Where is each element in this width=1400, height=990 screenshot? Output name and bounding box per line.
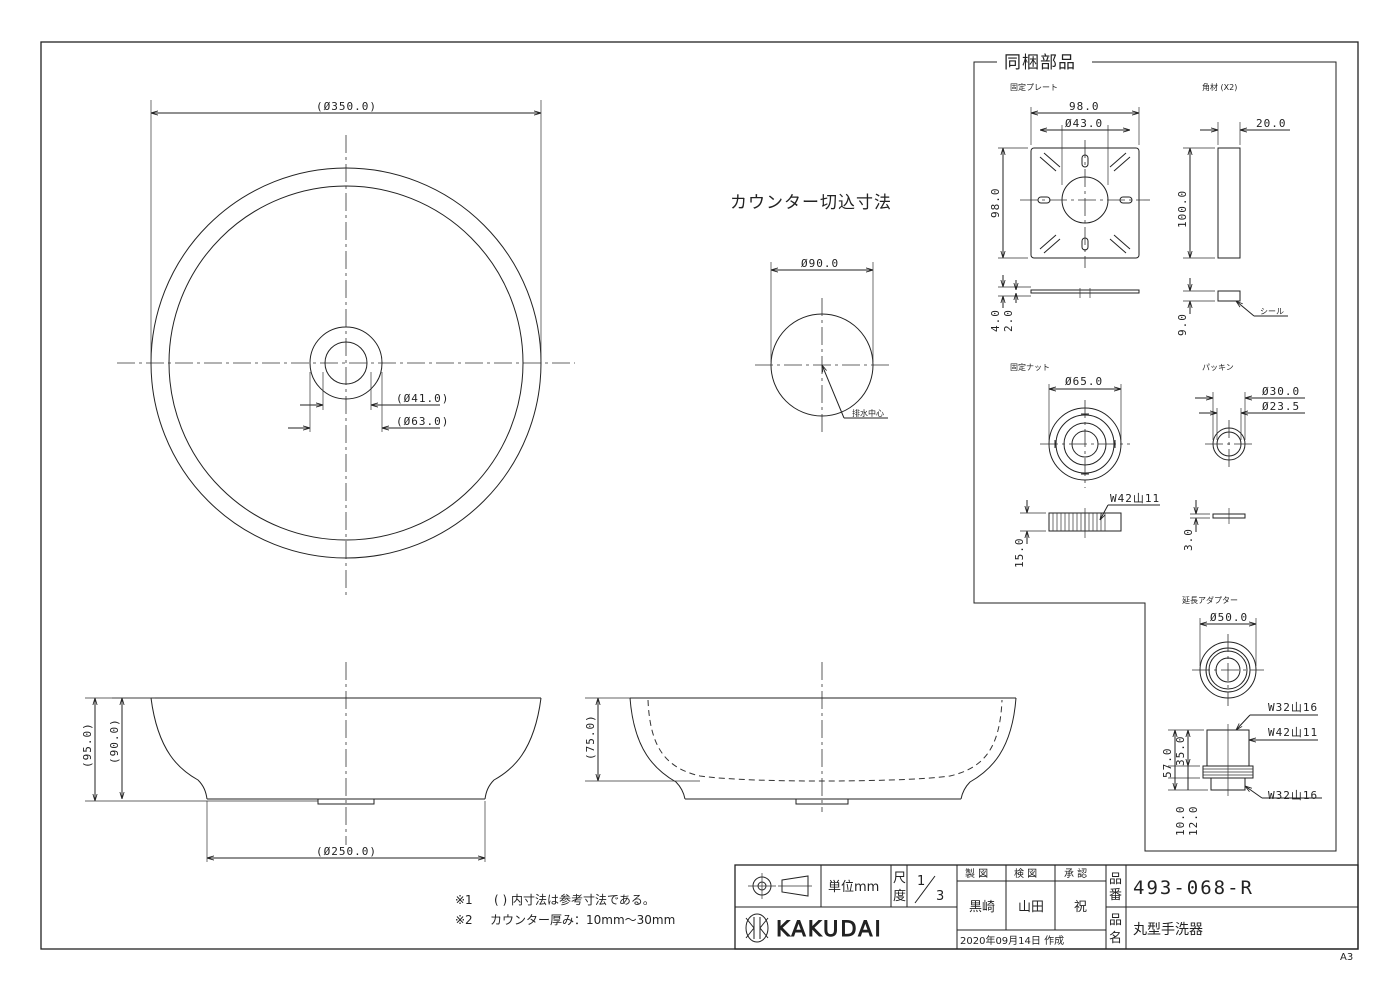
square-bar: 角材 (X2) 20.0 100.0 9.0 シール [1176,82,1290,336]
plate-thick-b-label: 2.0 [1002,309,1015,332]
side-view: (95.0) (90.0) (Ø250.0) [81,662,542,862]
approved-by-header: 承 認 [1064,867,1087,880]
projection-symbol-icon [748,873,812,899]
parts-enclosure [973,61,1337,852]
made-by-name: 黒崎 [969,900,995,915]
top-view: (Ø350.0) (Ø41.0) (Ø63.0) [117,100,575,595]
square-bar-label: 角材 (X2) [1202,82,1237,92]
drain-dia-41-label: (Ø41.0) [396,392,449,405]
part-no-label-b: 番 [1109,888,1122,903]
section-view: (75.0) [584,662,1017,812]
seal-label: シール [1260,307,1284,316]
bar-width-label: 20.0 [1256,117,1287,130]
adapter-h-upper-label: 35.0 [1174,736,1187,767]
packing-outer-label: Ø30.0 [1262,385,1300,398]
extension-adapter: 延長アダプター Ø50.0 W32山16 W42山11 W32山16 57.0 … [1161,595,1322,836]
outer-dia-label: (Ø350.0) [316,100,377,113]
fixing-plate-label: 固定プレート [1010,82,1058,92]
note1-text: ( ) 内寸法は参考寸法である。 [494,892,655,907]
title-block: 単位mm 尺 度 1 3 製 図 検 図 承 認 黒崎 山田 祝 2020年09… [734,864,1359,950]
bar-height-label: 100.0 [1176,190,1189,228]
note1-mark: ※1 [455,893,473,907]
section-depth-label: (75.0) [584,714,597,760]
sheet-size-label: A3 [1340,952,1353,963]
checked-by-header: 検 図 [1014,867,1037,880]
seal-thick-label: 9.0 [1176,313,1189,336]
nut-dia-label: Ø65.0 [1065,375,1103,388]
parts-title: 同梱部品 [1004,53,1076,73]
side-height-total-label: (95.0) [81,722,94,768]
note2-mark: ※2 [455,913,473,927]
drawing-date: 2020年09月14日 作成 [960,934,1064,947]
ext-adapter-label: 延長アダプター [1182,595,1238,605]
scale-label-a: 尺 [893,871,906,886]
packing-thick-label: 3.0 [1182,528,1195,551]
base-dia-label: (Ø250.0) [316,845,377,858]
side-height-body-label: (90.0) [108,718,121,764]
kakudai-logo-icon [745,913,769,943]
packing-label: パッキン [1202,363,1234,372]
fixing-nut: 固定ナット Ø65.0 W42山11 15.0 [1010,362,1160,568]
sheet-border [40,41,1359,950]
counter-cutout: カウンター切込寸法 Ø90.0 排水中心 [730,193,892,432]
scale-den: 3 [936,889,944,904]
nut-height-label: 15.0 [1013,538,1026,569]
packing-inner-label: Ø23.5 [1262,400,1300,413]
adapter-h-a-label: 10.0 [1174,806,1187,837]
drain-center-label: 排水中心 [852,408,884,418]
adapter-thread-mid-label: W42山11 [1268,726,1318,739]
adapter-dia-label: Ø50.0 [1210,611,1248,624]
plate-thick-a-label: 4.0 [989,309,1002,332]
part-name-label-a: 品 [1109,913,1122,928]
plate-height-label: 98.0 [989,188,1002,219]
fixing-plate: 固定プレート 98.0 Ø43.0 98.0 [989,82,1150,332]
made-by-header: 製 図 [965,867,988,880]
plate-width-label: 98.0 [1069,100,1100,113]
adapter-thread-top-label: W32山16 [1268,701,1318,714]
adapter-h-total-label: 57.0 [1161,748,1174,779]
cutout-title: カウンター切込寸法 [730,193,892,213]
note2-text: カウンター厚み：10mm～30mm [490,913,675,927]
part-no-label-a: 品 [1109,872,1122,887]
plate-hole-label: Ø43.0 [1065,117,1103,130]
part-name: 丸型手洗器 [1133,922,1203,938]
fixing-nut-label: 固定ナット [1010,362,1050,372]
scale-label-b: 度 [893,888,906,904]
packing: パッキン Ø30.0 Ø23.5 3.0 [1182,363,1305,551]
scale-num: 1 [917,874,925,889]
nut-thread-label: W42山11 [1110,492,1160,505]
part-name-label-b: 名 [1109,930,1122,946]
unit-label: 単位mm [828,879,879,895]
approved-by-name: 祝 [1074,900,1087,915]
brand-name: KAKUDAI [776,917,883,941]
drain-dia-63-label: (Ø63.0) [396,415,449,428]
adapter-thread-bottom-label: W32山16 [1268,789,1318,802]
cutout-dia-label: Ø90.0 [801,257,839,270]
part-number: 493-068-R [1133,877,1254,899]
notes: ※1 ( ) 内寸法は参考寸法である。 ※2 カウンター厚み：10mm～30mm [455,892,675,927]
checked-by-name: 山田 [1018,900,1044,915]
adapter-h-b-label: 12.0 [1187,806,1200,837]
